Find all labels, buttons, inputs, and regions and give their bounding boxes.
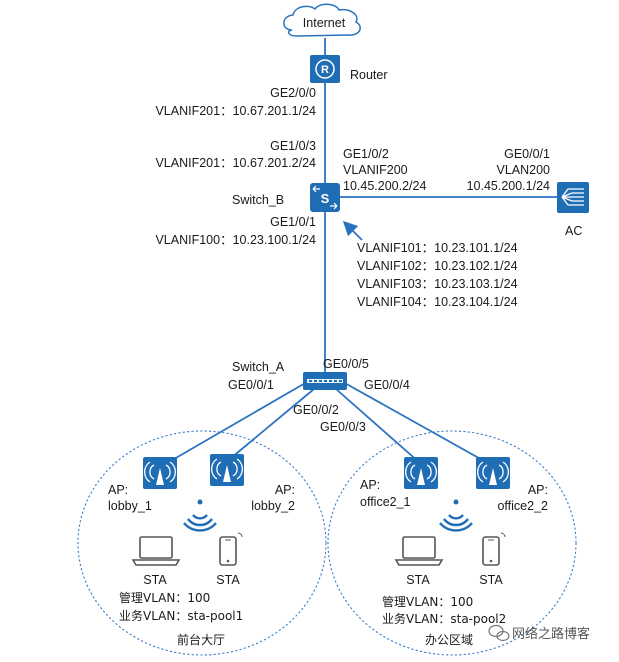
link-switch-a-lobby-1: [161, 381, 308, 467]
links: [161, 38, 557, 467]
wechat-logo-icon: [488, 624, 510, 642]
switch-b-icon-letter: S: [321, 191, 330, 206]
sta-laptop-label: STA: [143, 573, 167, 587]
ap-lobby-1-prefix: AP:: [108, 483, 128, 497]
link-switch-a-office2-2: [342, 381, 494, 467]
link-switch-a-office2-1: [335, 388, 421, 464]
router-icon: [310, 55, 340, 83]
ac-vlan-label: VLAN200: [496, 163, 550, 177]
switch-b-down-port: GE1/0/1: [270, 215, 316, 229]
laptop-icon: [394, 536, 444, 566]
office-service-vlan: 业务VLAN：sta-pool2: [382, 611, 506, 626]
switch-b-label: Switch_B: [232, 193, 284, 207]
sta-phone-label: STA: [216, 573, 240, 587]
vlanif-101-label: VLANIF101：10.23.101.1/24: [357, 241, 518, 255]
zone-office: AP: office2_1 AP: office2_2: [327, 430, 577, 656]
ap-lobby-2-name: lobby_2: [251, 499, 295, 513]
ap-office2-1-prefix: AP:: [360, 478, 380, 492]
wifi-signal-icon: [183, 514, 217, 532]
wifi-signal-icon: [439, 514, 473, 532]
vlanif-annotation-arrow: [342, 220, 363, 241]
cloud-icon: [283, 3, 361, 37]
ap-office2-1-name: office2_1: [360, 495, 411, 509]
switch-a-port-ge0-0-2: GE0/0/2: [293, 403, 339, 417]
router-vlanif-label: VLANIF201：10.67.201.1/24: [155, 104, 316, 118]
vlanif-104-label: VLANIF104：10.23.104.1/24: [357, 295, 518, 309]
zone-lobby-boundary: [77, 430, 327, 656]
lobby-service-vlan: 业务VLAN：sta-pool1: [119, 608, 243, 623]
zone-lobby: AP: lobby_1 AP: lobby_2: [77, 430, 327, 656]
phone-icon: [482, 532, 506, 566]
ap-lobby-2-prefix: AP:: [275, 483, 295, 497]
watermark: 网络之路博客: [488, 624, 590, 642]
switch-b-right-port: GE1/0/2: [343, 147, 389, 161]
link-switch-a-lobby-2: [224, 388, 315, 464]
sta-laptop-label: STA: [406, 573, 430, 587]
ap-office2-2-name: office2_2: [497, 499, 548, 513]
laptop-icon: [131, 536, 181, 566]
switch-b-up-port: GE1/0/3: [270, 139, 316, 153]
switch-b-right-ip: 10.45.200.2/24: [343, 179, 426, 193]
router-label: Router: [350, 68, 388, 82]
ac-ip-label: 10.45.200.1/24: [467, 179, 550, 193]
zone-lobby-name: 前台大厅: [177, 632, 225, 647]
switch-b-up-vlanif: VLANIF201：10.67.201.2/24: [155, 156, 316, 170]
switch-a-port-ge0-0-4: GE0/0/4: [364, 378, 410, 392]
switch-a-port-ge0-0-3: GE0/0/3: [320, 420, 366, 434]
lobby-mgmt-vlan: 管理VLAN：100: [119, 590, 210, 605]
ap-lobby-1: [143, 457, 177, 489]
ac-port-label: GE0/0/1: [504, 147, 550, 161]
internet-cloud: Internet: [283, 3, 361, 37]
sta-phone-label: STA: [479, 573, 503, 587]
internet-label: Internet: [303, 16, 346, 30]
ap-lobby-1-name: lobby_1: [108, 499, 152, 513]
vlanif-102-label: VLANIF102：10.23.102.1/24: [357, 259, 518, 273]
watermark-text: 网络之路博客: [512, 626, 590, 642]
switch-b-down-vlanif: VLANIF100：10.23.100.1/24: [155, 233, 316, 247]
switch-b-right-vlanif: VLANIF200: [343, 163, 408, 177]
office-mgmt-vlan: 管理VLAN：100: [382, 594, 473, 609]
switch-a-port-ge0-0-1: GE0/0/1: [228, 378, 274, 392]
ac-label: AC: [565, 224, 582, 238]
switch-a-port-ge0-0-5: GE0/0/5: [323, 357, 369, 371]
switch-b-device: S Switch_B GE1/0/3 VLANIF201：10.67.201.2…: [155, 139, 517, 309]
router-device: R Router GE2/0/0 VLANIF201：10.67.201.1/2…: [155, 55, 388, 118]
ac-device: AC GE0/0/1 VLAN200 10.45.200.1/24: [467, 147, 589, 238]
zone-office-boundary: [327, 430, 577, 656]
ap-office2-1: [404, 457, 438, 489]
router-icon-letter: R: [321, 64, 329, 76]
phone-icon: [219, 532, 243, 566]
switch-a-device: Switch_A GE0/0/5 GE0/0/1 GE0/0/2 GE0/0/3…: [228, 357, 410, 434]
ap-office2-2-prefix: AP:: [528, 483, 548, 497]
switch-a-label: Switch_A: [232, 360, 285, 374]
vlanif-103-label: VLANIF103：10.23.103.1/24: [357, 277, 518, 291]
ap-lobby-2: [210, 454, 244, 486]
router-port-label: GE2/0/0: [270, 86, 316, 100]
zone-office-name: 办公区域: [425, 632, 473, 647]
ap-office2-2: [476, 457, 510, 489]
core-switch-icon: [310, 183, 340, 212]
